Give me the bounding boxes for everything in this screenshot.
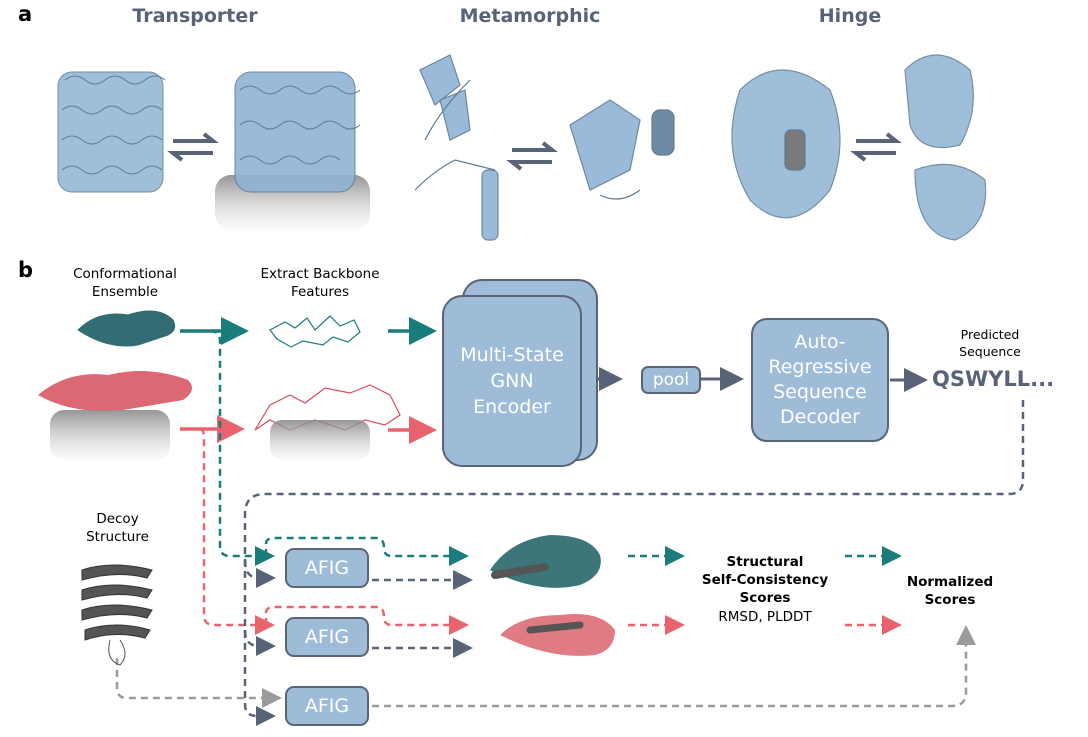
predicted-sequence: QSWYLL... bbox=[932, 367, 1055, 391]
pool-label: pool bbox=[652, 370, 690, 390]
afig-label-3: AFIG bbox=[304, 695, 350, 717]
category-title-metamorphic: Metamorphic bbox=[459, 5, 601, 27]
backbone-teal bbox=[269, 315, 361, 348]
protein-ensemble-red bbox=[38, 371, 192, 460]
dashed-red-bypass bbox=[264, 605, 469, 635]
protein-metamorphic-state2 bbox=[569, 99, 675, 200]
equilibrium-arrows-hinge bbox=[850, 132, 902, 162]
decoder-label: Auto- Regressive Sequence Decoder bbox=[768, 331, 872, 428]
afig-box-1: AFIG bbox=[285, 548, 369, 588]
normalized-scores-label: Normalized Scores bbox=[906, 574, 994, 608]
panel-a-label: a bbox=[18, 2, 33, 26]
protein-transporter-state1 bbox=[57, 71, 166, 193]
protein-transporter-state2 bbox=[215, 71, 370, 230]
equilibrium-arrows-transporter bbox=[167, 132, 219, 162]
decoder-box: Auto- Regressive Sequence Decoder bbox=[751, 318, 889, 442]
equilibrium-arrows-metamorphic bbox=[506, 141, 558, 171]
protein-ensemble-teal bbox=[77, 310, 176, 347]
dashed-slate-to-afig2 bbox=[243, 629, 276, 656]
dashed-sequence-loop bbox=[243, 400, 1025, 726]
decoy-structure-label: Decoy Structure bbox=[86, 511, 149, 545]
afig-box-2: AFIG bbox=[285, 617, 369, 657]
conformational-ensemble-label: Conformational Ensemble bbox=[73, 266, 177, 300]
dashed-slate-to-afig1 bbox=[243, 559, 276, 588]
predicted-structure-red bbox=[500, 614, 615, 656]
panel-b-label: b bbox=[18, 258, 34, 282]
dashed-red-to-afig2 bbox=[199, 427, 275, 635]
dashed-decoy-to-afig3 bbox=[115, 658, 282, 708]
afig-label-1: AFIG bbox=[304, 557, 350, 579]
encoder-box: Multi-State GNN Encoder bbox=[442, 295, 582, 467]
pool-box: pool bbox=[641, 366, 701, 394]
protein-hinge-state2 bbox=[904, 54, 987, 241]
encoder-label: Multi-State GNN Encoder bbox=[460, 344, 564, 418]
backbone-red bbox=[254, 384, 401, 460]
dashed-afig3-to-normalized bbox=[372, 625, 976, 708]
category-title-hinge: Hinge bbox=[818, 5, 882, 27]
extract-backbone-label: Extract Backbone Features bbox=[260, 266, 380, 300]
predicted-sequence-label: Predicted Sequence bbox=[959, 327, 1021, 359]
protein-metamorphic-state1 bbox=[414, 54, 499, 241]
protein-hinge-state1 bbox=[731, 69, 841, 219]
structural-scores-title: Structural Self-Consistency Scores bbox=[701, 554, 829, 606]
decoy-structure bbox=[81, 564, 153, 666]
predicted-structure-teal bbox=[490, 535, 601, 588]
afig-box-3: AFIG bbox=[285, 686, 369, 726]
structural-scores-metrics: RMSD, PLDDT bbox=[718, 609, 812, 625]
dashed-teal-bypass bbox=[264, 536, 469, 566]
category-title-transporter: Transporter bbox=[132, 5, 258, 27]
afig-label-2: AFIG bbox=[304, 626, 350, 648]
dashed-teal-to-afig1 bbox=[209, 329, 275, 566]
